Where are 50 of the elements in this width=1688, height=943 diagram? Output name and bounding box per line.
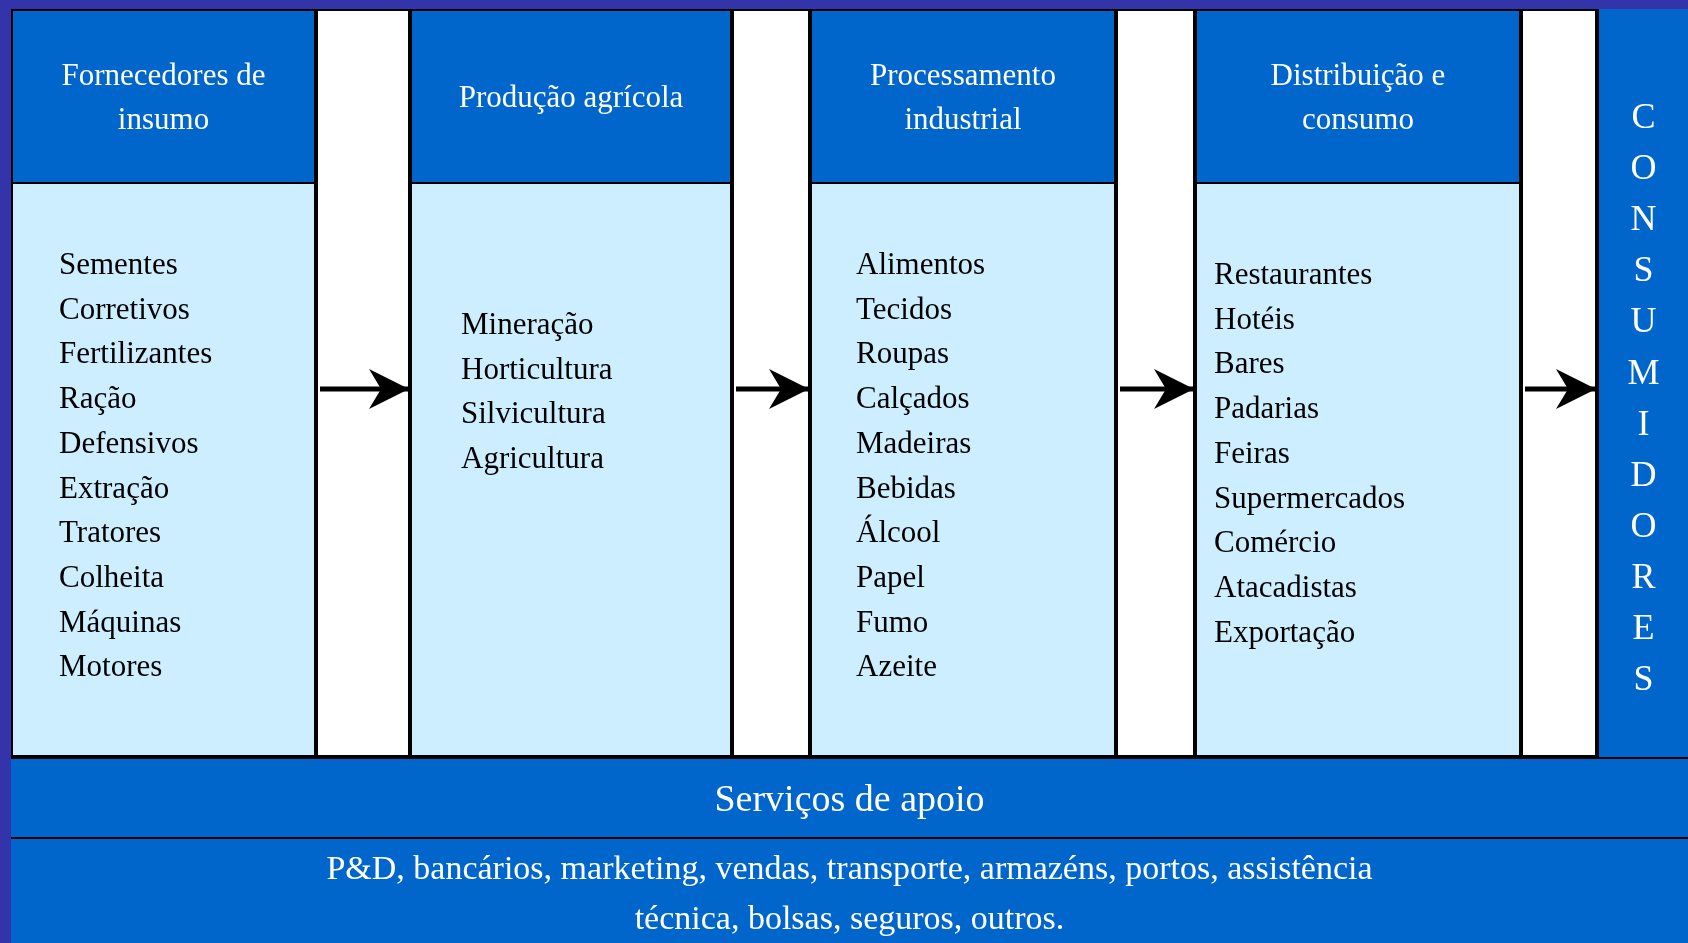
stage-column: [11, 9, 316, 757]
stage-column: [810, 9, 1116, 757]
list-item: Ração: [59, 379, 138, 418]
list-item: Máquinas: [59, 602, 183, 641]
list-item: Feiras: [1214, 433, 1291, 472]
list-item: Tecidos: [856, 289, 953, 328]
list-item: Atacadistas: [1214, 567, 1358, 606]
list-item: Supermercados: [1214, 478, 1406, 517]
arrow: [320, 369, 409, 409]
vertical-heading: CONSUMIDORES: [1626, 95, 1661, 701]
support-band: [11, 757, 1688, 943]
list-item: Extração: [59, 468, 171, 507]
list-item: Bebidas: [856, 468, 957, 507]
list-item: Defensivos: [59, 423, 200, 462]
list-item: Azeite: [856, 647, 938, 686]
list-item: Calçados: [856, 379, 971, 418]
list-item: Comércio: [1214, 523, 1338, 562]
list-item: Corretivos: [59, 289, 191, 328]
list-item: Hotéis: [1214, 299, 1296, 338]
stage-column: [410, 9, 732, 757]
column-heading: Fornecedores de insumo: [60, 55, 267, 138]
list-item: Restaurantes: [1214, 255, 1374, 293]
list-item: Mineração: [461, 305, 595, 343]
list-item: Tratores: [59, 513, 163, 552]
list-item: Papel: [856, 557, 926, 596]
list-item: Colheita: [59, 557, 166, 596]
list-item: Horticultura: [461, 349, 613, 388]
list-item: Padarias: [1214, 389, 1321, 428]
list-item: Motores: [59, 647, 164, 686]
band-heading: Serviços de apoio: [713, 776, 986, 821]
column-heading: Produção agrícola: [457, 77, 685, 116]
list-item: Bares: [1214, 344, 1286, 383]
list-item: Madeiras: [856, 423, 973, 462]
arrow: [1120, 369, 1194, 409]
list-item: Sementes: [59, 245, 179, 283]
arrow: [736, 369, 809, 409]
list-item: Exportação: [1214, 612, 1357, 651]
column-heading: Processamento industrial: [869, 55, 1057, 138]
list-item: Álcool: [856, 513, 942, 552]
consumer-band: [1597, 9, 1688, 757]
list-item: Agricultura: [461, 439, 605, 478]
band-text: P&D, bancários, marketing, vendas, transporte, armazéns, portos, assistência técnica, bolsas, seguros, outros.: [325, 848, 1374, 938]
list-item: Fumo: [856, 602, 930, 641]
column-heading: Distribuição e consumo: [1269, 55, 1447, 138]
list-item: Silvicultura: [461, 394, 607, 433]
list-item: Fertilizantes: [59, 334, 213, 373]
list-item: Alimentos: [856, 245, 986, 283]
list-item: Roupas: [856, 334, 950, 373]
arrow: [1525, 369, 1596, 409]
stage-column: [1195, 9, 1521, 757]
